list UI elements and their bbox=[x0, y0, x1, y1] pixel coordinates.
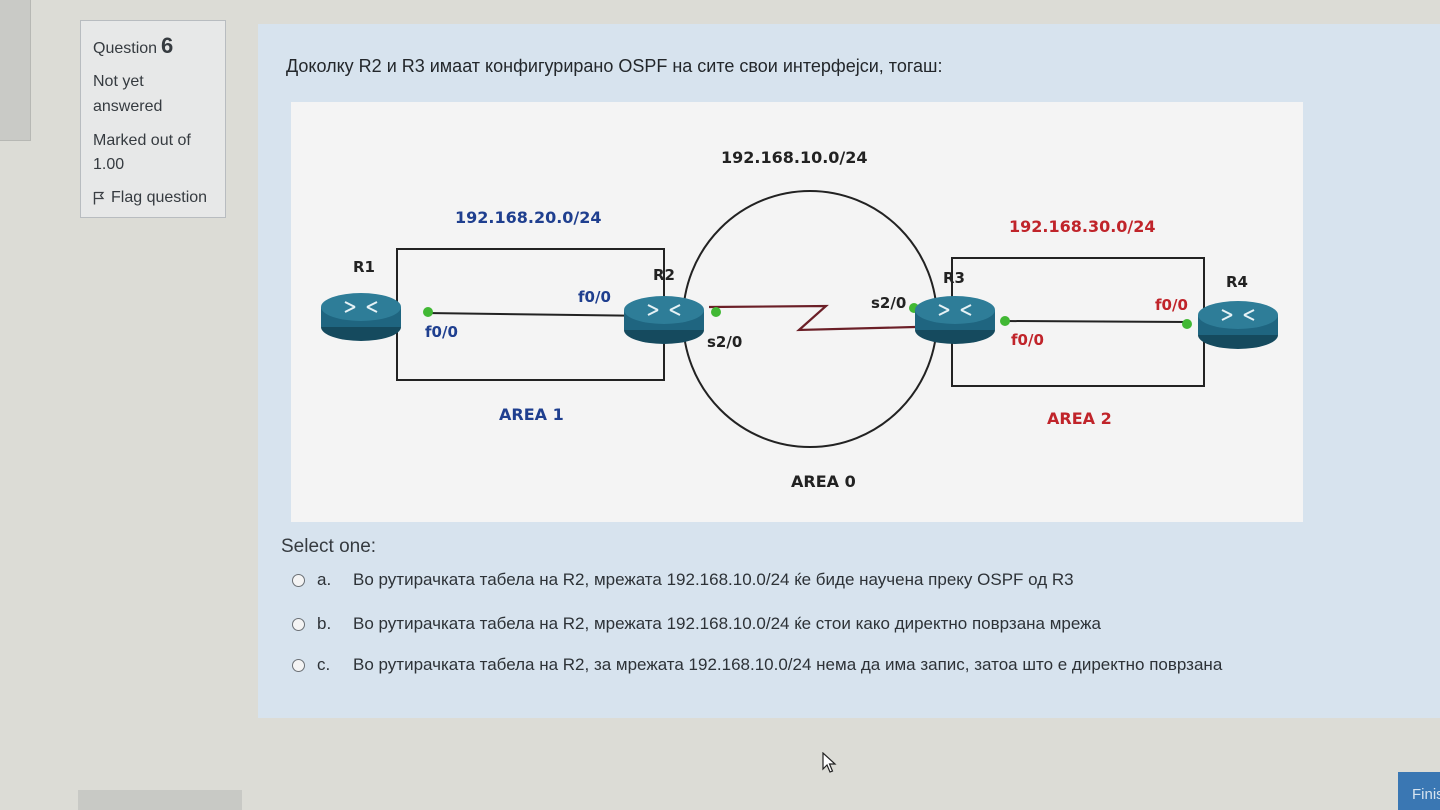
option-text: Во рутирачката табела на R2, мрежата 192… bbox=[353, 614, 1101, 633]
router-r2-label: R2 bbox=[653, 266, 675, 284]
network-area2-label: 192.168.30.0/24 bbox=[1009, 217, 1156, 236]
r1-interface-dot bbox=[423, 307, 433, 317]
question-content: Доколку R2 и R3 имаат конфигурирано OSPF… bbox=[258, 24, 1440, 718]
radio-c[interactable] bbox=[292, 658, 305, 672]
left-panel-edge bbox=[0, 0, 31, 141]
question-grade: Marked out of 1.00 bbox=[93, 132, 191, 173]
r4-interface-dot bbox=[1182, 319, 1192, 329]
flag-question-button[interactable]: Flag question bbox=[93, 189, 213, 207]
router-r3-icon bbox=[915, 296, 995, 344]
option-text: Во рутирачката табела на R2, мрежата 192… bbox=[353, 570, 1074, 589]
select-one-prompt: Select one: bbox=[281, 536, 377, 557]
link-r1-r2 bbox=[425, 312, 652, 317]
router-r2-icon bbox=[624, 296, 704, 344]
finish-attempt-button[interactable]: Finish attempt bbox=[1398, 772, 1440, 810]
option-letter: c. bbox=[317, 655, 331, 674]
question-number-value: 6 bbox=[161, 33, 174, 58]
r3-lan-dot bbox=[1000, 316, 1010, 326]
link-r3-r4 bbox=[1004, 320, 1190, 323]
r2-lan-interface-label: f0/0 bbox=[578, 288, 611, 306]
radio-b[interactable] bbox=[292, 617, 305, 631]
radio-a[interactable] bbox=[292, 573, 305, 587]
flag-icon bbox=[93, 191, 105, 205]
question-state: Not yet answered bbox=[93, 73, 163, 115]
r4-interface-label: f0/0 bbox=[1155, 296, 1188, 314]
flag-question-label: Flag question bbox=[111, 189, 208, 206]
network-diagram: 192.168.10.0/24 192.168.20.0/24 192.168.… bbox=[291, 102, 1303, 522]
answer-option-b[interactable]: b. Во рутирачката табела на R2, мрежата … bbox=[292, 614, 1101, 634]
router-r4-label: R4 bbox=[1226, 273, 1248, 291]
previous-page-button[interactable] bbox=[78, 790, 242, 810]
option-text: Во рутирачката табела на R2, за мрежата … bbox=[353, 655, 1223, 674]
r1-interface-label: f0/0 bbox=[425, 323, 458, 341]
question-label: Question bbox=[93, 40, 158, 57]
answer-option-a[interactable]: a. Во рутирачката табела на R2, мрежата … bbox=[292, 570, 1074, 590]
network-area1-label: 192.168.20.0/24 bbox=[455, 208, 602, 227]
router-r1-label: R1 bbox=[353, 258, 375, 276]
answer-option-c[interactable]: c. Во рутирачката табела на R2, за мрежа… bbox=[292, 655, 1222, 675]
area0-label: AREA 0 bbox=[791, 472, 856, 491]
serial-link bbox=[708, 304, 916, 332]
option-letter: a. bbox=[317, 570, 332, 589]
router-r3-label: R3 bbox=[943, 269, 965, 287]
area1-label: AREA 1 bbox=[499, 405, 564, 424]
finish-attempt-label: Finish attempt bbox=[1412, 786, 1440, 803]
router-r1-icon bbox=[321, 293, 401, 341]
r2-wan-interface-label: s2/0 bbox=[707, 333, 742, 351]
network-area0-label: 192.168.10.0/24 bbox=[721, 148, 868, 167]
r3-wan-interface-label: s2/0 bbox=[871, 294, 906, 312]
question-text: Доколку R2 и R3 имаат конфигурирано OSPF… bbox=[286, 56, 943, 76]
area2-label: AREA 2 bbox=[1047, 409, 1112, 428]
r3-lan-interface-label: f0/0 bbox=[1011, 331, 1044, 349]
r2-wan-dot bbox=[711, 307, 721, 317]
router-r4-icon bbox=[1198, 301, 1278, 349]
option-letter: b. bbox=[317, 614, 332, 633]
mouse-cursor-icon bbox=[822, 752, 837, 773]
